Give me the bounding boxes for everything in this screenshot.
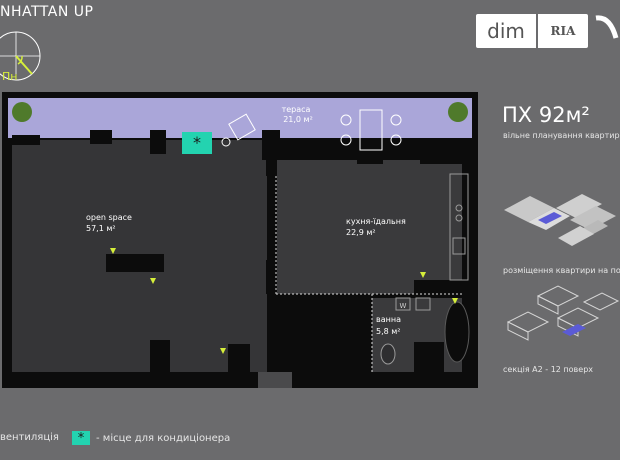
legend-ac-text: - місце для кондиціонера <box>96 432 231 444</box>
bathroom-name: ванна <box>376 315 401 324</box>
ventilation-marker <box>110 248 116 254</box>
kitchen-area: 22,9 м² <box>346 228 376 237</box>
wall-column-2 <box>150 130 166 154</box>
dashed-divider <box>276 293 462 372</box>
apartment-subtitle: вільне планування квартири <box>503 131 620 140</box>
terrace-chair-icon <box>221 113 256 147</box>
floor-plan: * W тераса 21,0 м² open space 57,1 м² ку… <box>2 92 478 388</box>
wall-column-4 <box>357 150 383 164</box>
legend-ventilation-text: вентиляція <box>0 432 59 443</box>
kitchen-floor <box>277 160 462 294</box>
compass-icon <box>0 31 41 81</box>
highlighted-apartment <box>538 212 562 224</box>
ventilation-marker <box>220 348 226 354</box>
partition-wall <box>266 160 276 176</box>
floor-position-label: розміщення квартири на поверсі <box>503 266 620 275</box>
ventilation-marker <box>420 272 426 278</box>
legend-ventilation: вентиляція <box>0 432 59 443</box>
bath-wall <box>414 280 462 294</box>
ventilation-marker <box>150 278 156 284</box>
island <box>106 254 164 272</box>
bathroom-area: 5,8 м² <box>376 327 401 336</box>
terrace-table-icon <box>340 109 402 151</box>
floor-position-map[interactable] <box>498 190 620 260</box>
terrace-name: тераса <box>282 105 311 114</box>
plant-icon <box>448 102 468 122</box>
brand-title: NHATTAN UP <box>0 4 94 20</box>
legend-ac: * - місце для кондиціонера <box>72 431 230 445</box>
wall-bottom-2 <box>228 344 250 372</box>
terrace-area-value: 21,0 м² <box>283 115 313 124</box>
compass-north-label: Пн <box>2 70 18 83</box>
logo-dim-text: dim <box>476 14 538 48</box>
kitchen-counter <box>449 173 469 281</box>
dryer-icon <box>415 297 431 311</box>
wall-bottom-1 <box>150 340 170 372</box>
open-space-name: open space <box>86 213 132 222</box>
ventilation-marker <box>452 298 458 304</box>
washing-machine-icon <box>395 297 411 311</box>
ac-legend-icon: * <box>72 431 90 445</box>
highlighted-section <box>562 324 586 336</box>
section-map[interactable] <box>498 282 620 362</box>
wall-column-1 <box>90 130 112 144</box>
wall-column-3 <box>262 130 280 160</box>
apartment-title: ПХ 92м² <box>502 103 590 127</box>
kitchen-name: кухня-їдальня <box>346 217 406 226</box>
bathtub-icon <box>444 301 470 363</box>
wm-label: W <box>400 302 407 310</box>
corner-arc-icon <box>595 15 619 39</box>
svg-text:*: * <box>193 133 201 152</box>
ac-marker <box>182 132 212 154</box>
section-label: секція А2 - 12 поверх <box>503 365 594 374</box>
plant-icon <box>12 102 32 122</box>
toilet-icon <box>380 343 396 365</box>
bath-wall-2 <box>414 342 444 372</box>
logo-ria-text: RIA <box>550 24 576 38</box>
entrance-gap <box>258 372 292 388</box>
dimria-logo[interactable]: dim RIA <box>476 14 588 48</box>
wall-column-5 <box>420 140 462 164</box>
open-space-area: 57,1 м² <box>86 224 116 233</box>
partition-wall-2 <box>266 260 274 294</box>
wall-top-left <box>12 135 40 145</box>
